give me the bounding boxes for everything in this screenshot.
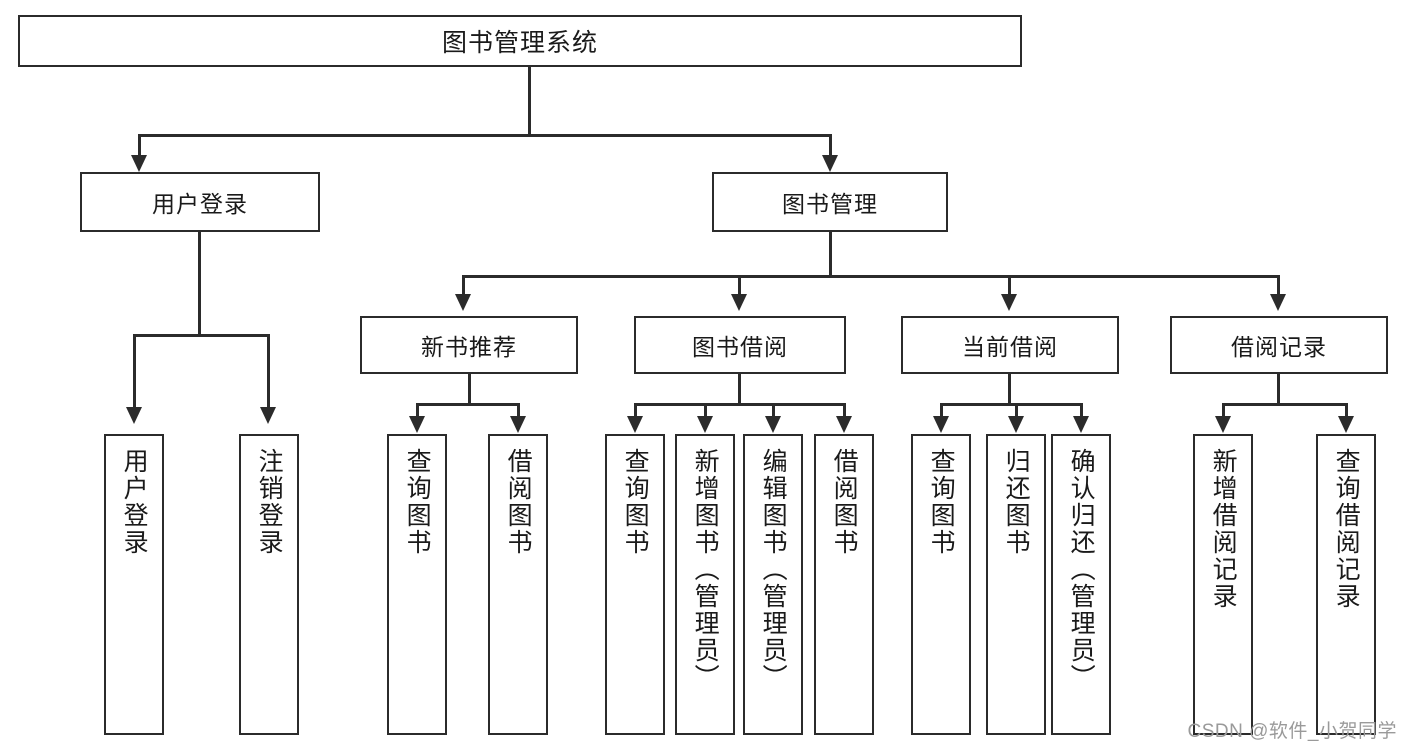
connector-current-borrow-to-leaf-1 <box>940 403 943 419</box>
connector-user-login-to-leaf-1 <box>133 334 136 410</box>
leaf-add-book[interactable]: 新增图书（管理员） <box>675 434 735 735</box>
node-label: 用户登录 <box>120 448 149 556</box>
connector-book-borrow-stem <box>738 374 741 406</box>
arrow-current-borrow-to-leaf-2 <box>1008 416 1024 433</box>
leaf-edit-book[interactable]: 编辑图书（管理员） <box>743 434 803 735</box>
leaf-query-book-2[interactable]: 查询图书 <box>605 434 665 735</box>
arrow-new-book-rec-to-leaf-1 <box>409 416 425 433</box>
node-label: 新增图书（管理员） <box>691 448 720 691</box>
arrow-book-borrow-to-leaf-3 <box>765 416 781 433</box>
node-label: 编辑图书（管理员） <box>759 448 788 691</box>
node-label: 当前借阅 <box>962 334 1058 360</box>
arrow-book-manage-to-new-book-rec <box>455 294 471 311</box>
connector-new-book-rec-to-leaf-1 <box>416 403 419 419</box>
arrow-book-manage-to-current-borrow <box>1001 294 1017 311</box>
node-current-borrow[interactable]: 当前借阅 <box>901 316 1119 374</box>
leaf-borrow-book-1[interactable]: 借阅图书 <box>488 434 548 735</box>
connector-user-login-to-leaf-2 <box>267 334 270 410</box>
leaf-return-book[interactable]: 归还图书 <box>986 434 1046 735</box>
node-label: 借阅记录 <box>1231 334 1327 360</box>
connector-current-borrow-bar <box>940 403 1082 406</box>
node-root-system[interactable]: 图书管理系统 <box>18 15 1022 67</box>
leaf-query-book-3[interactable]: 查询图书 <box>911 434 971 735</box>
node-book-borrow[interactable]: 图书借阅 <box>634 316 846 374</box>
arrow-book-borrow-to-leaf-2 <box>697 416 713 433</box>
connector-borrow-record-to-leaf-2 <box>1345 403 1348 419</box>
arrow-borrow-record-to-leaf-2 <box>1338 416 1354 433</box>
connector-book-manage-to-book-borrow <box>738 275 741 297</box>
connector-current-borrow-stem <box>1008 374 1011 406</box>
node-label: 图书借阅 <box>692 334 788 360</box>
node-label: 查询借阅记录 <box>1332 448 1361 610</box>
node-label: 新书推荐 <box>421 334 517 360</box>
node-label: 确认归还（管理员） <box>1067 448 1096 691</box>
connector-book-borrow-to-leaf-1 <box>634 403 637 419</box>
arrow-root-to-book-manage <box>822 155 838 172</box>
connector-new-book-rec-bar <box>416 403 520 406</box>
node-user-login[interactable]: 用户登录 <box>80 172 320 232</box>
connector-current-borrow-to-leaf-3 <box>1080 403 1083 419</box>
connector-root-stem <box>528 67 531 137</box>
connector-book-manage-to-current-borrow <box>1008 275 1011 297</box>
connector-book-borrow-to-leaf-2 <box>704 403 707 419</box>
connector-root-to-user-login <box>138 134 141 158</box>
csdn-watermark: CSDN @软件_小贺同学 <box>1187 721 1397 742</box>
connector-new-book-rec-stem <box>468 374 471 406</box>
arrow-book-borrow-to-leaf-1 <box>627 416 643 433</box>
node-label: 注销登录 <box>255 448 284 556</box>
connector-user-login-stem <box>198 232 201 336</box>
leaf-user-login[interactable]: 用户登录 <box>104 434 164 735</box>
connector-book-borrow-bar <box>634 403 846 406</box>
node-book-manage[interactable]: 图书管理 <box>712 172 948 232</box>
node-label: 查询图书 <box>403 448 432 556</box>
node-label: 借阅图书 <box>504 448 533 556</box>
leaf-borrow-book-2[interactable]: 借阅图书 <box>814 434 874 735</box>
connector-new-book-rec-to-leaf-2 <box>517 403 520 419</box>
connector-root-bar <box>138 134 832 137</box>
connector-borrow-record-bar <box>1222 403 1348 406</box>
connector-current-borrow-to-leaf-2 <box>1015 403 1018 419</box>
connector-book-manage-to-new-book-rec <box>462 275 465 297</box>
arrow-new-book-rec-to-leaf-2 <box>510 416 526 433</box>
connector-borrow-record-to-leaf-1 <box>1222 403 1225 419</box>
leaf-query-record[interactable]: 查询借阅记录 <box>1316 434 1376 735</box>
node-new-book-rec[interactable]: 新书推荐 <box>360 316 578 374</box>
node-label: 查询图书 <box>621 448 650 556</box>
connector-book-manage-bar <box>462 275 1280 278</box>
node-label: 图书管理 <box>782 191 878 217</box>
node-label: 新增借阅记录 <box>1209 448 1238 610</box>
leaf-query-book-1[interactable]: 查询图书 <box>387 434 447 735</box>
node-label: 图书管理系统 <box>441 29 598 57</box>
arrow-book-borrow-to-leaf-4 <box>836 416 852 433</box>
node-label: 用户登录 <box>152 191 248 217</box>
connector-root-to-book-manage <box>829 134 832 158</box>
leaf-add-record[interactable]: 新增借阅记录 <box>1193 434 1253 735</box>
arrow-book-manage-to-borrow-record <box>1270 294 1286 311</box>
arrow-user-login-to-leaf-1 <box>126 407 142 424</box>
connector-borrow-record-stem <box>1277 374 1280 406</box>
node-label: 借阅图书 <box>830 448 859 556</box>
node-borrow-record[interactable]: 借阅记录 <box>1170 316 1388 374</box>
arrow-current-borrow-to-leaf-1 <box>933 416 949 433</box>
arrow-borrow-record-to-leaf-1 <box>1215 416 1231 433</box>
connector-book-borrow-to-leaf-4 <box>843 403 846 419</box>
connector-book-manage-to-borrow-record <box>1277 275 1280 297</box>
connector-book-manage-stem <box>829 232 832 278</box>
arrow-root-to-user-login <box>131 155 147 172</box>
connector-user-login-bar <box>133 334 269 337</box>
node-label: 归还图书 <box>1002 448 1031 556</box>
arrow-book-manage-to-book-borrow <box>731 294 747 311</box>
arrow-current-borrow-to-leaf-3 <box>1073 416 1089 433</box>
connector-book-borrow-to-leaf-3 <box>772 403 775 419</box>
leaf-confirm-return[interactable]: 确认归还（管理员） <box>1051 434 1111 735</box>
arrow-user-login-to-leaf-2 <box>260 407 276 424</box>
node-label: 查询图书 <box>927 448 956 556</box>
leaf-logout[interactable]: 注销登录 <box>239 434 299 735</box>
